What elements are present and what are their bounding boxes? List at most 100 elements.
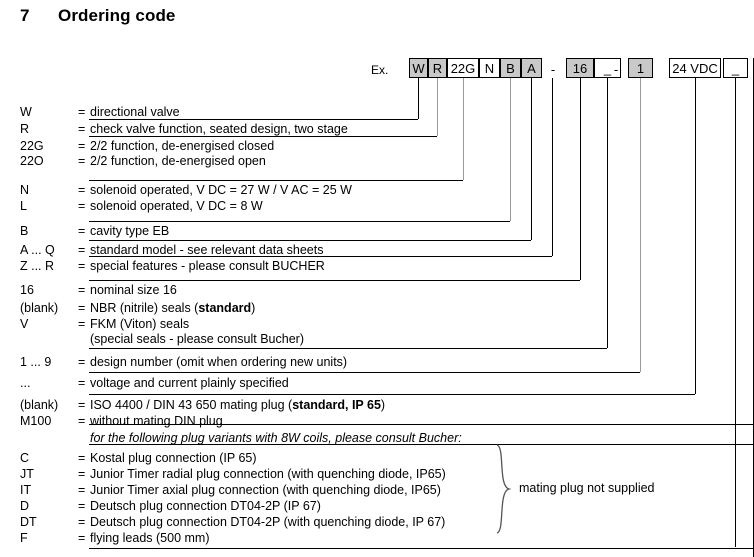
code-box-8: _ [594,58,621,78]
legend-equals: = [78,301,86,315]
legend-code: A ... Q [20,243,55,257]
legend-description: check valve function, seated design, two… [90,122,348,136]
legend-equals: = [78,139,86,153]
legend-group-rule [89,444,754,445]
legend-code: 22O [20,154,44,168]
code-box-3: 22G [447,58,479,78]
example-label: Ex. [371,63,389,77]
code-box-4: N [479,58,500,78]
legend-row: ... = voltage and current plainly specifie… [0,376,754,392]
legend-code: B [20,224,29,238]
legend-row: (blank) = ISO 4400 / DIN 43 650 mating plu… [0,398,754,414]
legend-code: V [20,317,29,331]
legend-code: 22G [20,139,44,153]
page-title: Ordering code [58,6,176,25]
legend-code: (blank) [20,301,59,315]
legend-code: 1 ... 9 [20,355,52,369]
leader-line [580,78,581,280]
code-box-5: B [500,58,521,78]
legend-description: Deutsch plug connection DT04-2P (with qu… [90,515,446,529]
legend-equals: = [78,414,86,428]
code-box-6: A [521,58,542,78]
legend-group-rule [89,119,418,120]
code-box-2: R [428,58,447,78]
legend-description: cavity type EB [90,224,170,238]
heading-number: 7 [20,6,30,25]
legend-code: D [20,499,30,513]
legend-group-rule [89,180,463,181]
legend-code: W [20,105,32,119]
legend-equals: = [78,199,86,213]
legend-description: for the following plug variants with 8W … [90,431,462,445]
legend-description: design number (omit when ordering new un… [90,355,348,369]
legend-row: (special seals - please consult Bucher) [0,332,754,348]
legend-description: Deutsch plug connection DT04-2P (IP 67) [90,499,321,513]
legend-description: flying leads (500 mm) [90,531,210,545]
legend-code: (blank) [20,398,59,412]
legend-description: 2/2 function, de-energised closed [90,139,275,153]
legend-row: JT=Junior Timer radial plug connection (… [0,467,754,483]
legend-code: IT [20,483,32,497]
legend-description: Kostal plug connection (IP 65) [90,451,257,465]
legend-row: Z ... R=special features - please consul… [0,259,754,275]
legend-equals: = [78,259,86,273]
legend-code: DT [20,515,37,529]
legend-group-rule [89,136,437,137]
leader-line [418,78,419,119]
code-box-9: 1 [628,58,653,78]
legend-code: ... [20,376,31,390]
legend-equals: = [78,531,86,545]
legend-equals: = [78,398,86,412]
legend-row: A ... Q=standard model - see relevant da… [0,243,754,259]
legend-code: R [20,122,30,136]
frame-bottom-border [89,548,754,549]
legend-equals: = [78,451,86,465]
legend-equals: = [78,224,86,238]
legend-equals: = [78,317,86,331]
code-box-11: _ [723,58,748,78]
legend-equals: = [78,105,86,119]
legend-group-rule [89,240,531,241]
legend-equals: = [78,483,86,497]
leader-line [510,78,511,221]
legend-description: 2/2 function, de-energised open [90,154,266,168]
legend-description: voltage and current plainly specified [90,376,289,390]
legend-description: without mating DIN plug [90,414,223,428]
legend-description: nominal size 16 [90,283,177,297]
legend-row: M100=without mating DIN plug [0,414,754,430]
legend-equals: = [78,376,86,390]
code-separator-1: - [550,62,556,77]
legend-row: B = cavity type EB [0,224,754,240]
legend-row: for the following plug variants with 8W … [0,431,754,447]
legend-description: Junior Timer radial plug connection (wit… [90,467,446,481]
code-box-1: W [409,58,428,78]
legend-row: F=flying leads (500 mm) [0,531,754,547]
legend-row: R=check valve function, seated design, t… [0,122,754,138]
code-separator-2: - [613,62,619,77]
legend-equals: = [78,467,86,481]
legend-equals: = [78,154,86,168]
legend-group-rule [89,348,607,349]
legend-row: IT=Junior Timer axial plug connection (w… [0,483,754,499]
legend-equals: = [78,515,86,529]
brace-note-label: mating plug not supplied [519,481,655,495]
legend-row: D = Deutsch plug connection DT04-2P (IP 67… [0,499,754,515]
legend-equals: = [78,499,86,513]
legend-description: FKM (Viton) seals [90,317,190,331]
legend-row: 16=nominal size 16 [0,283,754,299]
leader-line [735,78,736,547]
legend-equals: = [78,183,86,197]
legend-description: directional valve [90,105,180,119]
code-box-7: 16 [566,58,594,78]
leader-line [437,78,438,136]
legend-group-rule [89,256,552,257]
leader-line [463,78,464,180]
legend-group-rule [89,280,580,281]
legend-row: DT = Deutsch plug connection DT04-2P (with… [0,515,754,531]
legend-description: ISO 4400 / DIN 43 650 mating plug (stand… [90,398,386,412]
legend-description: NBR (nitrile) seals (standard) [90,301,256,315]
legend-row: C=Kostal plug connection (IP 65) [0,451,754,467]
legend-row: 1 ... 9=design number (omit when orderin… [0,355,754,371]
legend-row: V = FKM (Viton) seals [0,317,754,333]
legend-group-rule [89,394,695,395]
